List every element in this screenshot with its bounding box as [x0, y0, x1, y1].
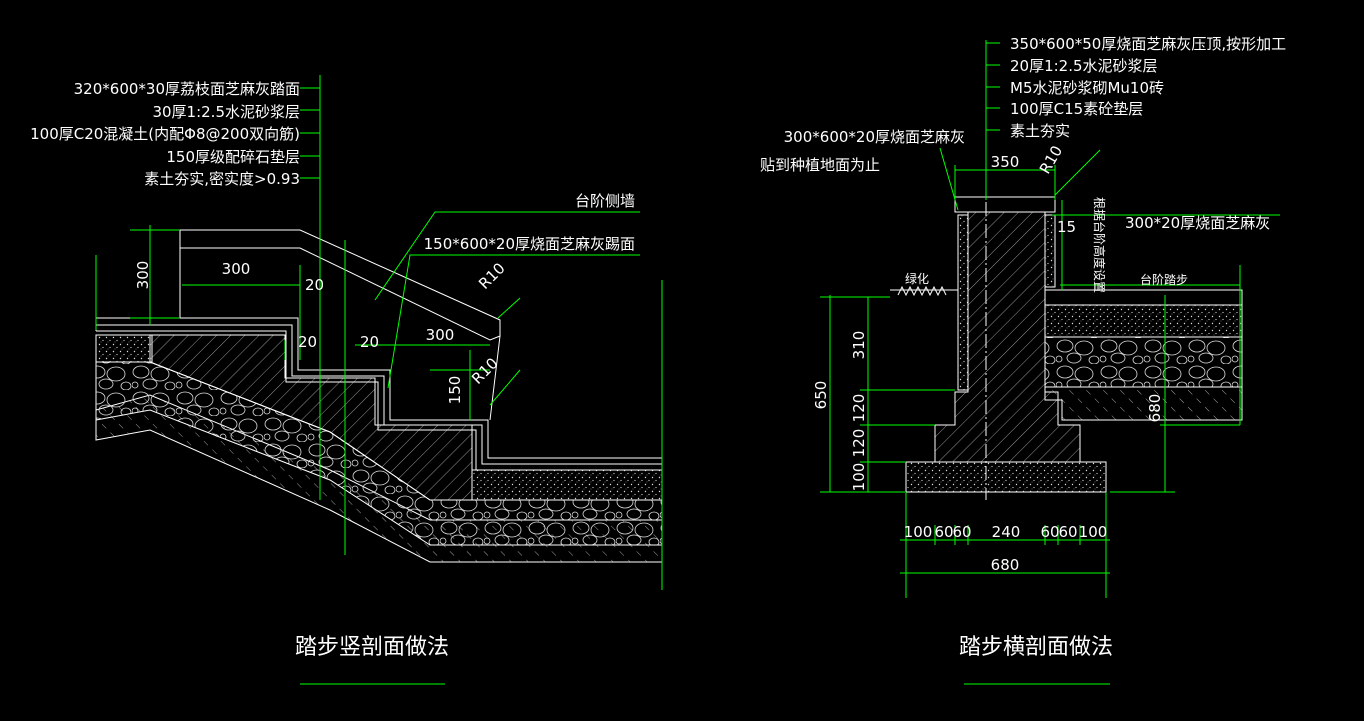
right-dim-310: 310: [850, 331, 868, 360]
left-dim-w300-a: 300: [222, 260, 251, 278]
right-layer-1: 350*600*50厚烧面芝麻灰压顶,按形加工: [1010, 35, 1286, 53]
right-coping: [954, 196, 1056, 213]
right-dim-b60c: 60: [1040, 523, 1059, 541]
left-dim-h150: 150: [446, 376, 464, 405]
right-footing: [905, 461, 1107, 493]
right-green-label: 绿化: [905, 271, 929, 286]
right-vertical-note: 根据台阶高度设置: [1092, 197, 1107, 293]
right-dim-b240: 240: [992, 523, 1021, 541]
left-layer-2: 30厚1:2.5水泥砂浆层: [152, 103, 300, 121]
right-dim-350: 350: [991, 153, 1020, 171]
left-dim-20-c: 20: [360, 333, 379, 351]
right-dim-b60d: 60: [1058, 523, 1077, 541]
right-dimension-lines: [820, 40, 1280, 598]
right-right-cladding: [1044, 214, 1056, 288]
left-side-wall: [179, 229, 501, 421]
right-step-label: 台阶踏步: [1140, 272, 1188, 287]
right-layer-4: 100厚C15素砼垫层: [1010, 100, 1143, 118]
right-dim-b60a: 60: [934, 523, 953, 541]
right-layer-2: 20厚1:2.5水泥砂浆层: [1010, 57, 1158, 75]
left-riser-label: 150*600*20厚烧面芝麻灰踢面: [424, 235, 635, 253]
right-dim-b680: 680: [991, 556, 1020, 574]
right-side-face-1: 300*600*20厚烧面芝麻灰: [784, 128, 965, 146]
right-step-earth: [1044, 386, 1243, 421]
right-dim-r10: R10: [1036, 142, 1066, 177]
right-title: 踏步横剖面做法: [959, 635, 1113, 660]
left-title: 踏步竖剖面做法: [295, 635, 449, 660]
left-dim-r10-a: R10: [475, 259, 509, 293]
right-side-face-2: 贴到种植地面为止: [760, 156, 880, 174]
right-face-label: 300*20厚烧面芝麻灰: [1125, 214, 1270, 232]
left-dim-w300-b: 300: [426, 326, 455, 344]
left-lower-slab: [471, 469, 663, 501]
right-dim-680: 680: [1146, 394, 1164, 423]
left-upper-slab: [95, 334, 153, 363]
right-dim-100: 100: [850, 463, 868, 492]
right-dim-b60b: 60: [952, 523, 971, 541]
right-left-cladding: [957, 214, 969, 391]
left-layer-4: 150厚级配碎石垫层: [166, 148, 300, 166]
left-section-drawing: 320*600*30厚荔枝面芝麻灰踏面 30厚1:2.5水泥砂浆层 100厚C2…: [30, 75, 663, 685]
right-planting-ground: [890, 285, 958, 297]
left-dim-20-a: 20: [305, 276, 324, 294]
left-step-lines: [95, 317, 662, 471]
right-step-finish: [1044, 289, 1243, 306]
left-layer-1: 320*600*30厚荔枝面芝麻灰踏面: [74, 80, 300, 98]
left-dimension-lines: [95, 75, 663, 590]
right-layer-3: M5水泥砂浆砌Mu10砖: [1010, 79, 1164, 97]
right-dim-b100a: 100: [904, 523, 933, 541]
left-dim-r10-b: R10: [468, 354, 502, 388]
right-dim-120a: 120: [850, 394, 868, 423]
right-dim-15: 15: [1057, 218, 1076, 236]
left-dim-h300: 300: [134, 261, 152, 290]
right-section-drawing: 350*600*50厚烧面芝麻灰压顶,按形加工 20厚1:2.5水泥砂浆层 M5…: [760, 35, 1286, 685]
right-step-slab: [1044, 304, 1243, 338]
right-step-gravel: [1044, 336, 1243, 388]
left-layer-5: 素土夯实,密实度>0.93: [144, 170, 300, 188]
left-side-wall-label: 台阶侧墙: [575, 192, 635, 210]
right-layer-5: 素土夯实: [1010, 122, 1070, 140]
right-dim-b100b: 100: [1079, 523, 1108, 541]
left-layer-3: 100厚C20混凝土(内配Φ8@200双向筋): [30, 125, 300, 143]
right-dim-120b: 120: [850, 429, 868, 458]
left-dim-20-b: 20: [298, 333, 317, 351]
right-dim-650: 650: [812, 381, 830, 410]
